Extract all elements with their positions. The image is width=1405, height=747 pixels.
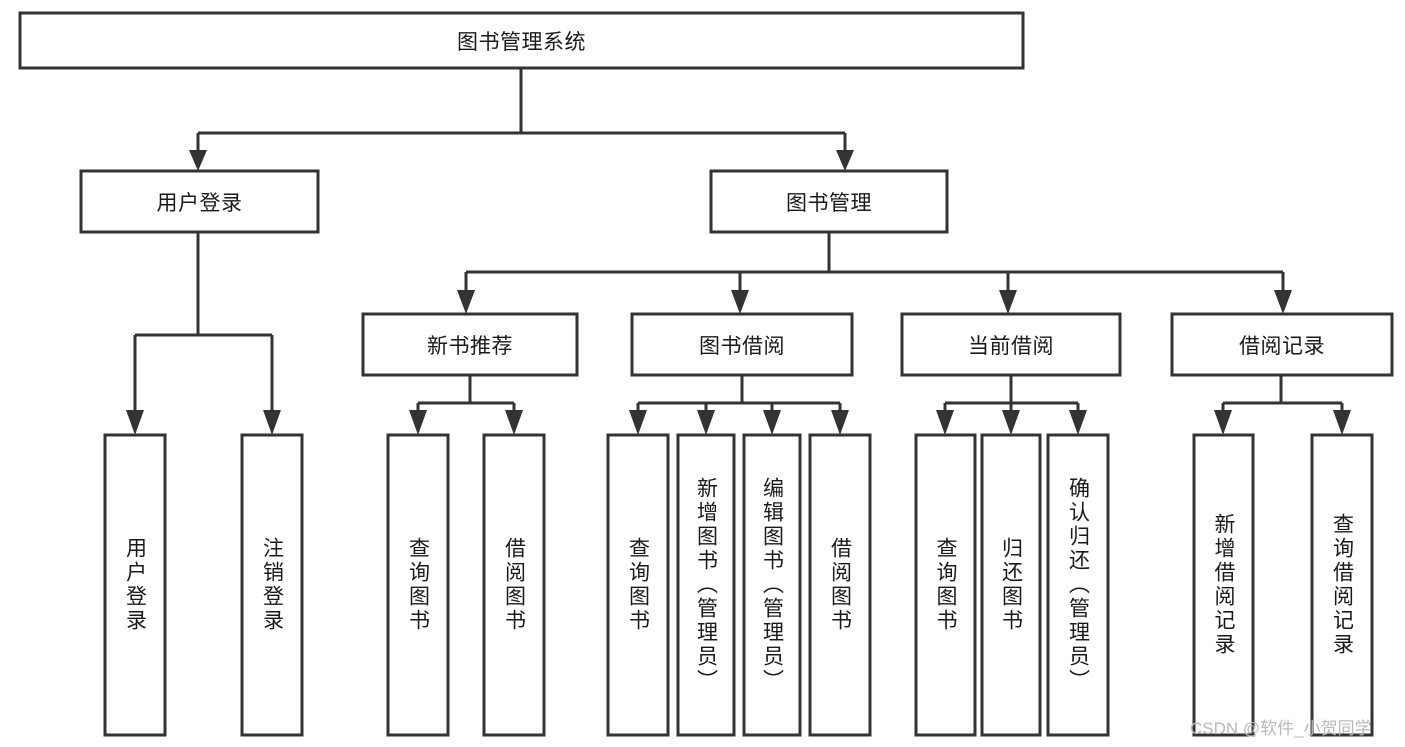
- connector-level2-to-level3: [457, 232, 1292, 314]
- connector-current-borrow-to-leaves: [936, 375, 1087, 435]
- leaf-label: 新增图书（管理员）: [694, 477, 718, 693]
- node-book-borrow[interactable]: [630, 312, 854, 377]
- leaf-label: 查询图书: [934, 537, 957, 633]
- node-borrow-record[interactable]: [1170, 312, 1394, 377]
- connector-user-login-to-leaves: [126, 232, 281, 435]
- node-root[interactable]: [18, 11, 1025, 70]
- leaf-label: 借阅图书: [502, 537, 526, 633]
- leaf-label: 编辑图书（管理员）: [760, 477, 784, 693]
- leaf-box[interactable]: [482, 433, 546, 737]
- leaf-label: 确认归还（管理员）: [1066, 477, 1090, 693]
- leaf-box[interactable]: [386, 433, 450, 737]
- leaf-box[interactable]: [808, 433, 872, 737]
- leaf-label: 查询图书: [406, 537, 430, 633]
- node-borrow-record-label: 借阅记录: [1239, 334, 1325, 358]
- leaf-label: 用户登录: [123, 537, 147, 633]
- leaf-label: 注销登录: [260, 537, 284, 633]
- node-book-borrow-label: 图书借阅: [699, 334, 785, 358]
- node-user-login[interactable]: [79, 169, 320, 234]
- watermark-text: CSDN @软件_小贺同学: [1190, 719, 1372, 738]
- leaf-box[interactable]: [676, 433, 736, 737]
- leaf-box[interactable]: [914, 433, 977, 737]
- node-root-label: 图书管理系统: [457, 30, 586, 54]
- connector-root-to-level2: [189, 68, 854, 171]
- connector-new-book-to-leaves: [409, 375, 523, 435]
- leaf-box[interactable]: [1310, 433, 1374, 737]
- leaf-label: 查询借阅记录: [1330, 513, 1354, 657]
- node-book-management-label: 图书管理: [786, 191, 872, 215]
- leaf-label: 借阅图书: [828, 537, 852, 633]
- connector-book-borrow-to-leaves: [629, 375, 849, 435]
- leaf-label: 归还图书: [999, 537, 1023, 633]
- leaf-label: 新增借阅记录: [1212, 513, 1235, 657]
- leaf-box[interactable]: [240, 433, 304, 737]
- node-current-borrow[interactable]: [900, 312, 1122, 377]
- leaf-box[interactable]: [742, 433, 802, 737]
- leaf-box[interactable]: [606, 433, 670, 737]
- node-user-login-label: 用户登录: [156, 191, 243, 215]
- leaf-box[interactable]: [980, 433, 1042, 737]
- leaf-box[interactable]: [1192, 433, 1255, 737]
- node-new-book-recommend[interactable]: [361, 312, 579, 377]
- node-new-book-recommend-label: 新书推荐: [427, 334, 513, 358]
- node-current-borrow-label: 当前借阅: [968, 334, 1054, 358]
- leaf-box[interactable]: [1046, 433, 1110, 737]
- leaf-box[interactable]: [103, 433, 167, 737]
- node-book-management[interactable]: [709, 169, 949, 234]
- leaf-label: 查询图书: [626, 537, 650, 633]
- connector-borrow-record-to-leaves: [1214, 375, 1351, 435]
